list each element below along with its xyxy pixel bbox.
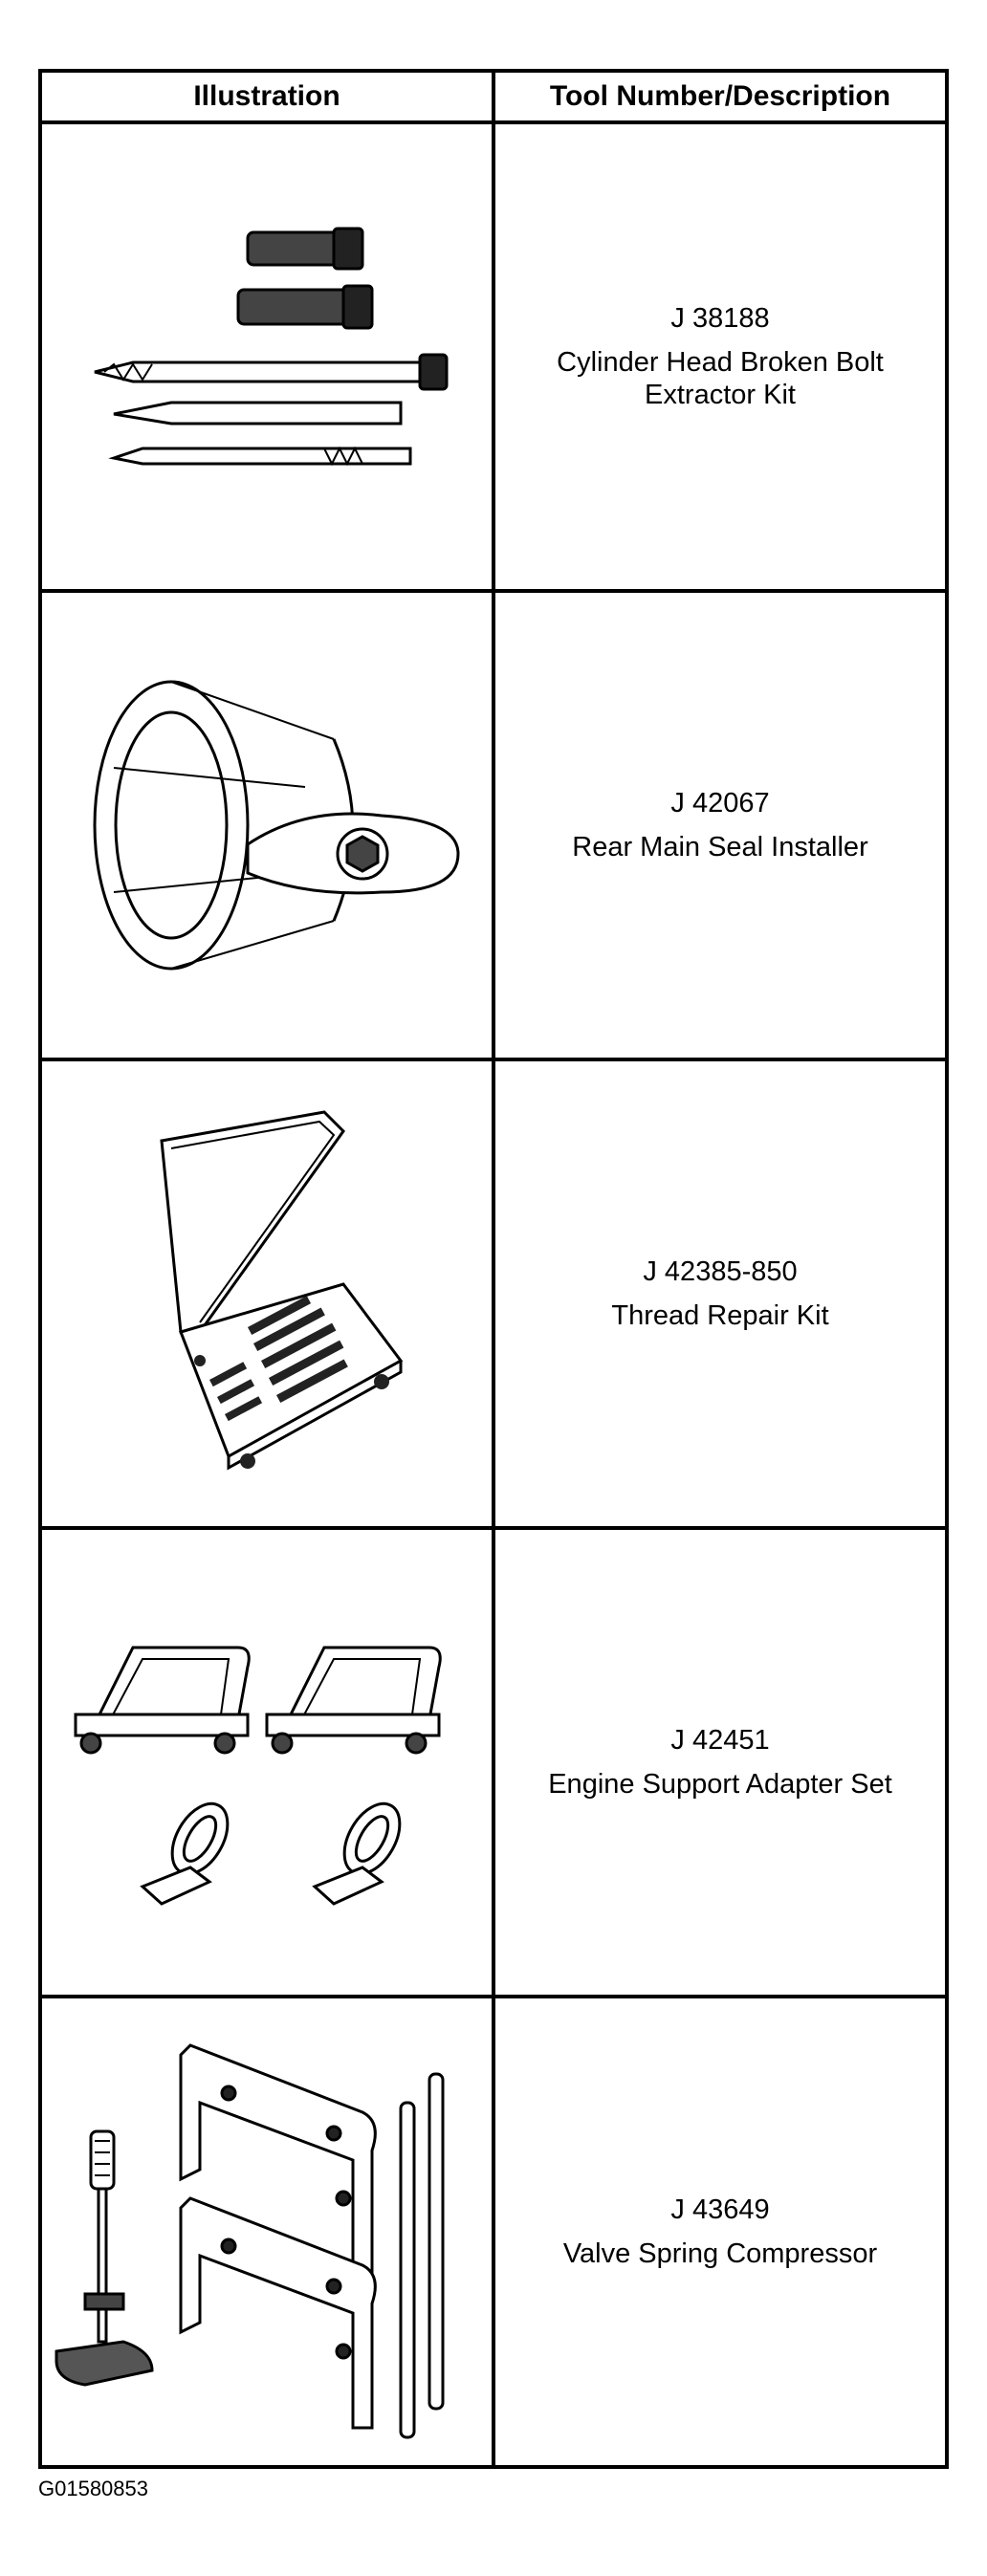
tool-description-cell: J 42385-850 Thread Repair Kit	[495, 1061, 945, 1526]
tool-description: Thread Repair Kit	[611, 1300, 829, 1331]
tool-number: J 42067	[670, 788, 770, 819]
illustration-cell	[42, 593, 495, 1058]
illustration-cell	[42, 1530, 495, 1995]
table-row: J 42451 Engine Support Adapter Set	[42, 1530, 945, 1998]
table-row: J 43649 Valve Spring Compressor	[42, 1998, 945, 2465]
tool-description: Valve Spring Compressor	[562, 2238, 878, 2269]
tool-description-cell: J 43649 Valve Spring Compressor	[495, 1998, 945, 2465]
tool-table: Illustration Tool Number/Description J 3…	[38, 69, 949, 2469]
tool-number: J 38188	[670, 303, 770, 334]
tool-description: Cylinder Head Broken Bolt Extractor Kit	[557, 347, 884, 410]
illustration-cell	[42, 1998, 495, 2465]
illustration-cell	[42, 1061, 495, 1526]
header-tool-number-description: Tool Number/Description	[549, 80, 891, 112]
tool-description: Rear Main Seal Installer	[572, 832, 868, 862]
tool-number: J 42385-850	[643, 1256, 798, 1287]
tool-description-cell: J 38188 Cylinder Head Broken Bolt Extrac…	[495, 124, 945, 589]
table-row: J 42385-850 Thread Repair Kit	[42, 1061, 945, 1530]
tool-number: J 43649	[670, 2194, 770, 2225]
illustration-cell	[42, 124, 495, 589]
tool-description-cell: J 42451 Engine Support Adapter Set	[495, 1530, 945, 1995]
engine-support-adapter-set-icon	[74, 1646, 442, 1906]
tool-description-cell: J 42067 Rear Main Seal Installer	[495, 593, 945, 1058]
valve-spring-compressor-icon	[55, 2043, 445, 2439]
tool-number: J 42451	[670, 1725, 770, 1756]
thread-repair-kit-icon	[160, 1110, 404, 1471]
figure-code: G01580853	[38, 2477, 148, 2500]
table-row: J 42067 Rear Main Seal Installer	[42, 593, 945, 1061]
header-illustration: Illustration	[42, 73, 495, 120]
broken-bolt-extractor-kit-icon	[94, 227, 449, 467]
tool-description: Engine Support Adapter Set	[548, 1769, 892, 1800]
rear-main-seal-installer-icon	[93, 680, 460, 971]
table-row: J 38188 Cylinder Head Broken Bolt Extrac…	[42, 124, 945, 593]
table-header: Illustration Tool Number/Description	[42, 73, 945, 124]
